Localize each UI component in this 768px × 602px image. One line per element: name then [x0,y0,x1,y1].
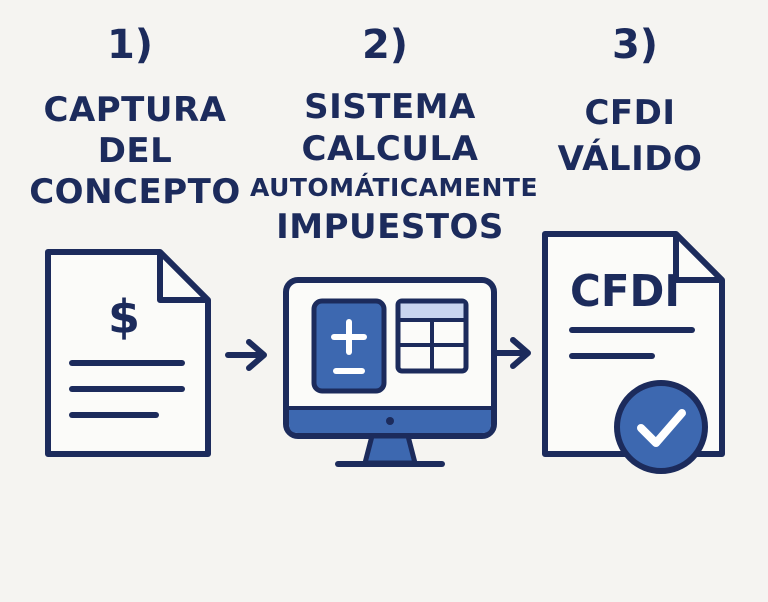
arrow-right-icon [493,337,531,369]
step-3-title-line: VÁLIDO [557,139,703,179]
step-1-number: 1) [106,22,154,68]
step-2-title-line: CALCULA [301,129,479,169]
step-2-title-line: AUTOMÁTICAMENTE [250,173,539,202]
cfdi-check-document-icon: CFDI [542,231,725,474]
cfdi-label: CFDI [570,266,680,317]
step-1-title: CAPTURA DEL CONCEPTO [20,90,250,213]
computer-calculator-icon [283,277,497,467]
calculator-icon [311,298,387,394]
step-1-title-line: DEL [97,131,173,171]
step-3-number: 3) [611,22,659,68]
step-3-title: CFDI VÁLIDO [520,90,740,182]
step-2-title-line: SISTEMA [304,87,476,127]
step-3-title-line: CFDI [584,93,676,133]
step-1-title-line: CAPTURA [43,90,227,130]
step-2-title-line: IMPUESTOS [276,207,504,247]
check-icon [614,380,708,474]
arrow-right-icon [225,339,267,371]
step-2-number: 2) [361,22,409,68]
spreadsheet-icon [395,298,469,374]
step-1-title-line: CONCEPTO [29,172,241,212]
dollar-sign-icon: $ [108,290,140,344]
step-2-title: SISTEMA CALCULA AUTOMÁTICAMENTE IMPUESTO… [250,86,539,248]
dollar-document-icon: $ [45,249,211,457]
